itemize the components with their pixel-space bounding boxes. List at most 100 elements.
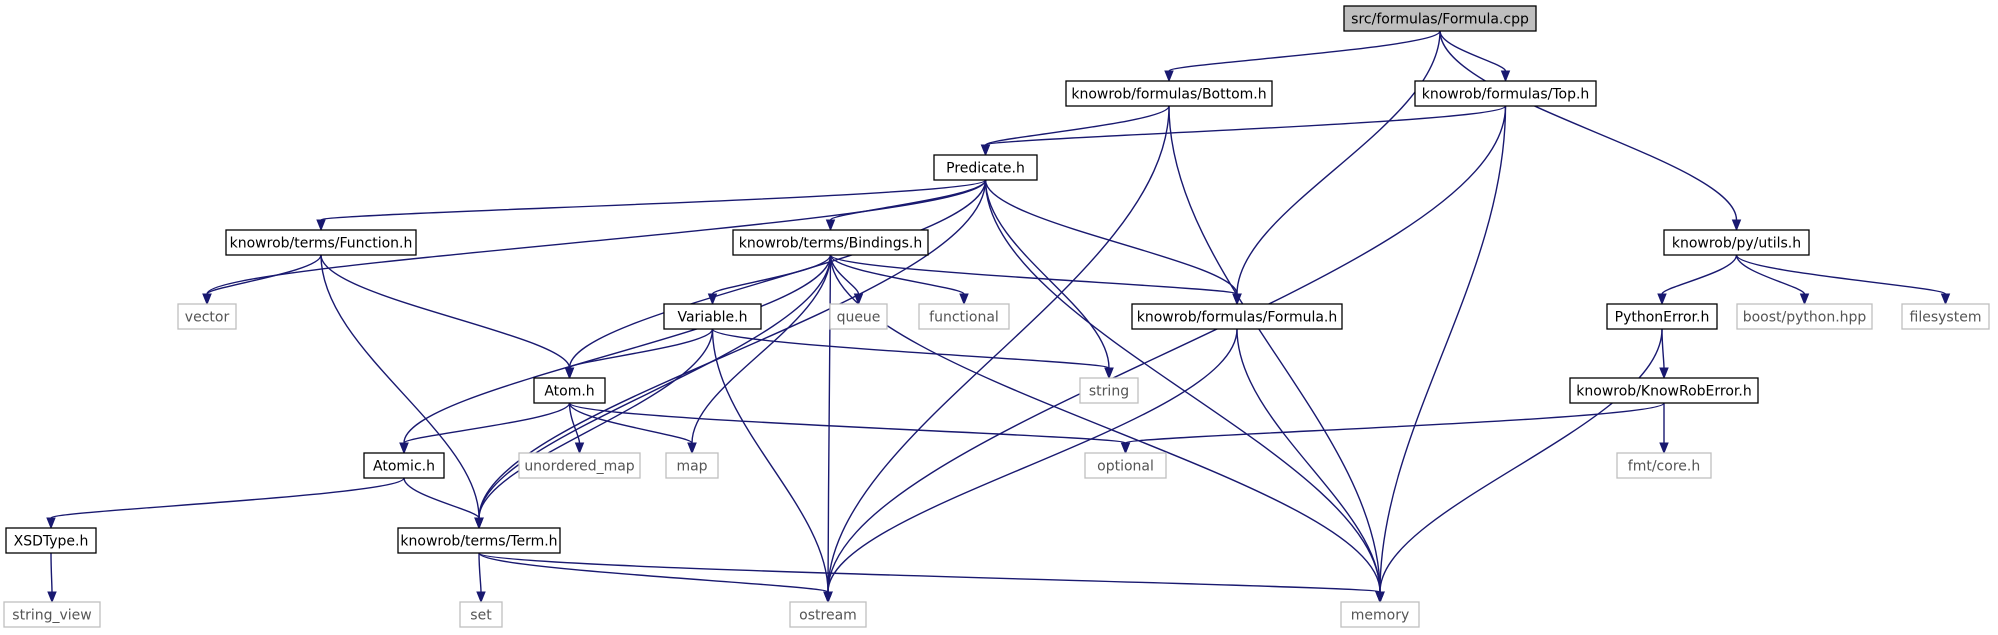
node-label-set: set <box>470 608 492 624</box>
node-box-knowroberror <box>1569 377 1759 404</box>
edge-top-to-memory <box>1379 105 1507 593</box>
edge-pyutils-to-pythonerror <box>1661 254 1738 295</box>
arrowhead-xsdtype-to-string_view <box>47 591 57 604</box>
node-label-function: knowrob/terms/Function.h <box>230 236 413 252</box>
arrowhead-formula_cpp-to-bottom <box>1164 70 1174 83</box>
edge-atom-to-optional <box>568 402 1127 444</box>
node-box-unordered_map <box>518 452 641 479</box>
node-box-queue <box>829 303 888 330</box>
edge-formula_cpp-to-top <box>1439 30 1507 72</box>
node-label-predicate: Predicate.h <box>946 161 1025 177</box>
edge-bottom-to-ostream <box>827 105 1170 593</box>
arrowhead-top-to-predicate <box>980 144 991 157</box>
edge-term-to-ostream <box>478 552 829 593</box>
arrowhead-formula_cpp-to-top <box>1500 70 1511 83</box>
edge-predicate-to-atom <box>568 179 987 369</box>
edge-predicate-to-vector <box>206 179 987 295</box>
node-label-vector: vector <box>185 310 230 326</box>
nodes-layer: src/formulas/Formula.cpp knowrob/formulas… <box>3 5 1990 628</box>
edge-formula_cpp-to-formula_h <box>1236 30 1441 295</box>
node-set: set <box>459 601 503 628</box>
arrowhead-pyutils-to-filesystem <box>1940 293 1951 306</box>
node-box-function <box>225 229 417 256</box>
node-knowroberror[interactable]: knowrob/KnowRobError.h <box>1569 377 1759 404</box>
arrowhead-atomic-to-xsdtype <box>46 517 56 530</box>
arrowhead-pyutils-to-boostpython <box>1799 293 1810 306</box>
node-box-pyutils <box>1663 229 1810 256</box>
arrowhead-term-to-set <box>476 591 486 604</box>
node-box-predicate <box>933 154 1038 181</box>
node-fmtcore: fmt/core.h <box>1616 452 1712 479</box>
node-map: map <box>665 452 719 479</box>
edge-top-to-ostream <box>827 105 1507 593</box>
edge-atom-to-map <box>568 402 693 444</box>
edge-bottom-to-predicate <box>984 105 1170 146</box>
arrowhead-bindings-to-functional <box>959 293 969 306</box>
node-label-string: string <box>1089 384 1129 400</box>
edge-predicate-to-function <box>320 179 987 221</box>
node-label-formula_h: knowrob/formulas/Formula.h <box>1137 310 1338 326</box>
node-label-map: map <box>676 459 707 475</box>
node-box-set <box>459 601 503 628</box>
edge-predicate-to-memory <box>984 179 1381 593</box>
node-term[interactable]: knowrob/terms/Term.h <box>397 527 561 554</box>
edge-top-to-predicate <box>984 105 1507 146</box>
node-pythonerror[interactable]: PythonError.h <box>1606 303 1718 330</box>
node-ostream: ostream <box>789 601 867 628</box>
edge-function-to-vector <box>206 254 322 295</box>
edge-pyutils-to-boostpython <box>1735 254 1806 295</box>
node-label-filesystem: filesystem <box>1910 310 1982 326</box>
edge-bottom-to-memory <box>1168 105 1381 593</box>
arrowhead-bindings-to-variable <box>707 293 718 306</box>
node-label-string_view: string_view <box>12 608 91 624</box>
node-box-ostream <box>789 601 867 628</box>
node-box-string <box>1079 377 1139 404</box>
arrowhead-pyutils-to-pythonerror <box>1657 293 1667 306</box>
edge-pyutils-to-filesystem <box>1735 254 1947 295</box>
node-variable[interactable]: Variable.h <box>663 303 762 330</box>
node-label-term: knowrob/terms/Term.h <box>400 534 557 550</box>
arrowhead-predicate-to-function <box>316 219 326 232</box>
node-label-formula_cpp: src/formulas/Formula.cpp <box>1351 12 1529 28</box>
node-formula_cpp[interactable]: src/formulas/Formula.cpp <box>1343 5 1537 32</box>
node-predicate[interactable]: Predicate.h <box>933 154 1038 181</box>
arrowhead-predicate-to-bindings <box>825 219 836 232</box>
node-unordered_map: unordered_map <box>518 452 641 479</box>
node-formula_h[interactable]: knowrob/formulas/Formula.h <box>1131 303 1343 330</box>
node-string: string <box>1079 377 1139 404</box>
arrowhead-pythonerror-to-knowroberror <box>1659 367 1669 380</box>
node-bottom[interactable]: knowrob/formulas/Bottom.h <box>1065 80 1273 107</box>
node-function[interactable]: knowrob/terms/Function.h <box>225 229 417 256</box>
node-label-memory: memory <box>1351 608 1410 624</box>
arrowhead-pythonerror-to-memory <box>1375 591 1385 604</box>
edge-predicate-to-term <box>478 179 987 519</box>
node-bindings[interactable]: knowrob/terms/Bindings.h <box>732 229 929 256</box>
node-label-boostpython: boost/python.hpp <box>1743 310 1867 326</box>
node-box-functional <box>918 303 1010 330</box>
node-box-boostpython <box>1736 303 1873 330</box>
edge-predicate-to-formula_h <box>984 179 1238 295</box>
node-atom[interactable]: Atom.h <box>533 377 606 404</box>
node-box-map <box>665 452 719 479</box>
edge-term-to-set <box>478 552 482 593</box>
edge-variable-to-ostream <box>711 328 829 593</box>
node-pyutils[interactable]: knowrob/py/utils.h <box>1663 229 1810 256</box>
node-box-memory <box>1340 601 1420 628</box>
edge-predicate-to-string <box>984 179 1110 369</box>
node-boostpython: boost/python.hpp <box>1736 303 1873 330</box>
edge-bindings-to-variable <box>711 254 832 295</box>
node-label-pyutils: knowrob/py/utils.h <box>1672 236 1801 252</box>
arrowhead-variable-to-atom <box>564 367 575 380</box>
node-atomic[interactable]: Atomic.h <box>363 452 445 479</box>
node-box-string_view <box>3 601 101 628</box>
node-box-variable <box>663 303 762 330</box>
node-xsdtype[interactable]: XSDType.h <box>5 527 97 554</box>
arrowhead-variable-to-string <box>1104 367 1114 380</box>
node-top[interactable]: knowrob/formulas/Top.h <box>1414 80 1597 107</box>
node-box-top <box>1414 80 1597 107</box>
edge-bindings-to-formula_h <box>829 254 1238 295</box>
edge-atomic-to-xsdtype <box>50 477 405 519</box>
node-label-bottom: knowrob/formulas/Bottom.h <box>1071 87 1266 103</box>
arrowhead-formula_cpp-to-pyutils <box>1731 219 1742 232</box>
node-vector: vector <box>177 303 237 330</box>
